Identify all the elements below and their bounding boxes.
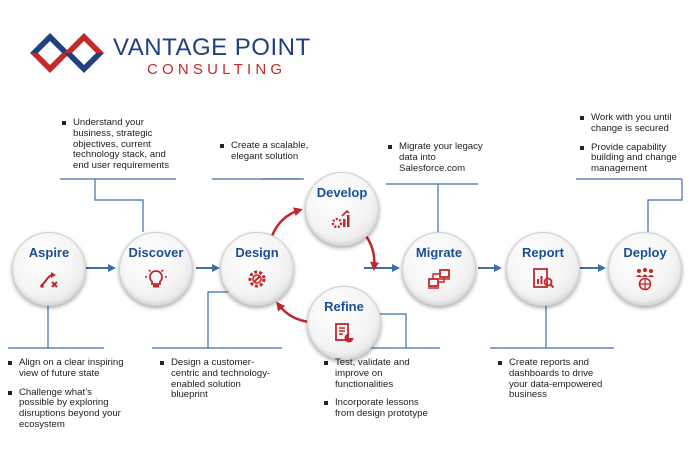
note-item: Create reports and dashboards to drive y… <box>496 357 614 401</box>
callout-connectors <box>8 178 683 349</box>
note-item: Incorporate lessons from design prototyp… <box>322 398 430 420</box>
stage-deploy: Deploy <box>608 232 682 306</box>
stage-label: Report <box>522 245 564 260</box>
note-item: Provide capability building and change m… <box>578 142 690 175</box>
note-item: Work with you until change is secured <box>578 112 690 135</box>
notes-report: Create reports and dashboards to drive y… <box>496 357 614 409</box>
gear-pencil-icon <box>248 270 266 288</box>
notes-discover: Understand your business, strategic obje… <box>60 117 180 180</box>
stage-design: Design <box>220 232 294 306</box>
cycle-arrow <box>364 235 380 271</box>
stage-label: Develop <box>316 185 368 200</box>
note-item: Understand your business, strategic obje… <box>60 117 180 172</box>
brand-logo: VANTAGE POINT CONSULTING <box>26 29 316 78</box>
notes-refine: Test, validate and improve on functional… <box>322 357 430 428</box>
brand-name: VANTAGE POINT <box>113 34 311 61</box>
notes-deploy: Work with you until change is secured Pr… <box>578 112 690 183</box>
note-item: Challenge what’s possible by exploring d… <box>6 387 124 431</box>
stage-aspire: Aspire <box>12 232 86 306</box>
stage-migrate: Migrate <box>402 232 476 306</box>
stage-refine: Refine <box>307 286 381 360</box>
brand-tagline: CONSULTING <box>147 61 287 78</box>
note-item: Align on a clear inspiring view of futur… <box>6 357 124 380</box>
strategy-play-icon <box>40 272 58 288</box>
note-item: Test, validate and improve on functional… <box>322 357 430 390</box>
vantage-point-logo-mark <box>30 33 104 73</box>
notes-aspire: Align on a clear inspiring view of futur… <box>6 357 124 439</box>
notes-design: Design a customer-centric and technology… <box>158 357 276 409</box>
stage-label: Refine <box>324 299 364 314</box>
note-item: Migrate your legacy data into Salesforce… <box>386 141 490 174</box>
lightbulb-icon <box>145 269 167 288</box>
note-item: Create a scalable, elegant solution <box>218 140 310 163</box>
stage-label: Deploy <box>623 245 667 260</box>
stage-report: Report <box>506 232 580 306</box>
stage-discover: Discover <box>119 232 193 306</box>
cycle-arrow <box>270 207 303 237</box>
stage-label: Migrate <box>415 245 463 260</box>
report-chart-icon <box>533 268 555 289</box>
document-chart-icon <box>335 323 354 343</box>
cycle-arrow <box>276 301 311 324</box>
people-globe-icon <box>636 268 654 291</box>
notes-develop: Create a scalable, elegant solution <box>218 140 310 171</box>
gear-chart-icon <box>331 209 350 229</box>
stage-develop: Develop <box>305 172 379 246</box>
note-item: Design a customer-centric and technology… <box>158 357 276 401</box>
stage-label: Discover <box>128 245 184 260</box>
stage-label: Aspire <box>28 245 70 260</box>
stage-label: Design <box>235 245 279 260</box>
notes-migrate: Migrate your legacy data into Salesforce… <box>386 141 490 182</box>
data-migration-icon <box>428 269 450 289</box>
